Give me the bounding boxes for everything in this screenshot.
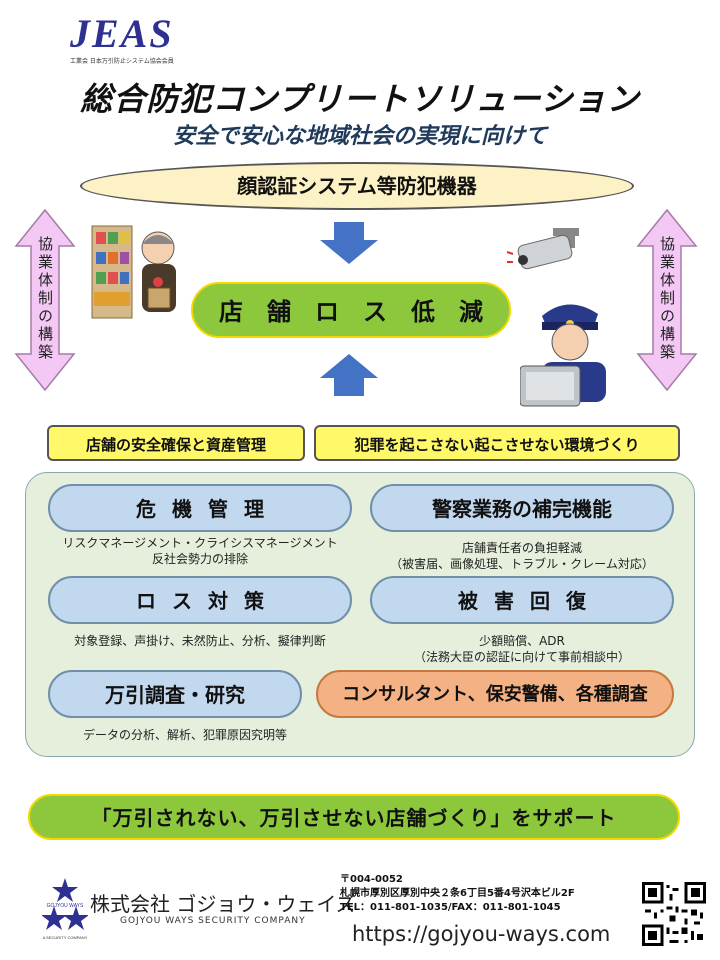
right-collab-label: 協業体制の構築	[658, 236, 676, 362]
left-collab-label: 協業体制の構築	[36, 236, 54, 362]
security-guard-illustration	[520, 304, 606, 407]
service-desc-line: （法務大臣の認証に向けて事前相談中）	[413, 650, 630, 664]
shoplifter-illustration	[91, 225, 176, 319]
qr-code	[642, 882, 706, 946]
service-shoplifting-research-desc: データの分析、解析、犯罪原因究明等	[20, 727, 350, 743]
service-police-support-desc: 店舗責任者の負担軽減 （被害届、画像処理、トラブル・クレーム対応）	[352, 540, 692, 572]
jeas-logo-text: JEAS	[70, 11, 174, 56]
service-damage-recovery: 被害回復	[370, 576, 674, 624]
left-collab-arrow: 協業体制の構築	[14, 208, 76, 392]
service-crisis-management-desc: リスクマネージメント・クライシスマネージメント 反社会勢力の排除	[20, 535, 380, 567]
service-desc-line: 店舗責任者の負担軽減	[461, 541, 582, 555]
goal-store-safety: 店舗の安全確保と資産管理	[47, 425, 305, 461]
address: 札幌市厚別区厚別中央２条6丁目5番4号沢本ビル2F	[340, 888, 575, 899]
goal-crime-prevention-env: 犯罪を起こさない起こさせない環境づくり	[314, 425, 680, 461]
service-crisis-management: 危機管理	[48, 484, 352, 532]
service-desc-line: データの分析、解析、犯罪原因究明等	[82, 728, 287, 742]
service-loss-prevention: ロス対策	[48, 576, 352, 624]
down-arrow-icon	[320, 222, 378, 264]
service-desc-line: 反社会勢力の排除	[151, 552, 248, 566]
service-desc-line: 対象登録、声掛け、未然防止、分析、擬律判断	[74, 634, 326, 648]
service-shoplifting-research: 万引調査・研究	[48, 670, 302, 718]
service-desc-line: 少額賠償、ADR	[479, 634, 565, 648]
up-arrow-icon	[320, 354, 378, 396]
service-police-support: 警察業務の補完機能	[370, 484, 674, 532]
service-desc-line: （被害届、画像処理、トラブル・クレーム対応）	[390, 557, 654, 571]
tel-fax: TEL：011-801-1035/FAX：011-801-1045	[340, 902, 561, 913]
emblem-text: GOJYOU WAYS	[47, 903, 84, 909]
service-loss-prevention-desc: 対象登録、声掛け、未然防止、分析、擬律判断	[20, 633, 380, 649]
security-camera-illustration	[506, 228, 579, 270]
support-banner: 「万引されない、万引させない店舗づくり」をサポート	[28, 794, 680, 840]
right-collab-arrow: 協業体制の構築	[636, 208, 698, 392]
double-arrow-icon	[636, 208, 698, 392]
company-name-en: GOJYOU WAYS SECURITY COMPANY	[120, 916, 306, 926]
postal-code: 〒004-0052	[340, 874, 403, 885]
service-damage-recovery-desc: 少額賠償、ADR （法務大臣の認証に向けて事前相談中）	[352, 633, 692, 665]
service-consulting: コンサルタント、保安警備、各種調査	[316, 670, 674, 718]
service-desc-line: リスクマネージメント・クライシスマネージメント	[62, 536, 338, 550]
jeas-logo: JEAS 工業会 日本万引防止システム協会会員	[70, 11, 174, 66]
emblem-subtext: A SECURITY COMPANY	[43, 935, 88, 940]
page-subtitle: 安全で安心な地域社会の実現に向けて	[172, 124, 547, 149]
store-loss-reduction: 店舗ロス低減	[191, 282, 511, 338]
page-title: 総合防犯コンプリートソリューション	[80, 80, 640, 118]
jeas-logo-subtext: 工業会 日本万引防止システム協会会員	[70, 58, 174, 65]
company-address-block: 〒004-0052 札幌市厚別区厚別中央２条6丁目5番4号沢本ビル2F TEL：…	[340, 873, 575, 915]
company-url-link[interactable]: https://gojyou-ways.com	[352, 922, 611, 946]
company-name: 株式会社 ゴジョウ・ウェイズ	[90, 892, 356, 916]
company-emblem: GOJYOU WAYS A SECURITY COMPANY	[42, 878, 88, 940]
double-arrow-icon	[14, 208, 76, 392]
equipment-ellipse: 顔認証システム等防犯機器	[80, 162, 634, 210]
